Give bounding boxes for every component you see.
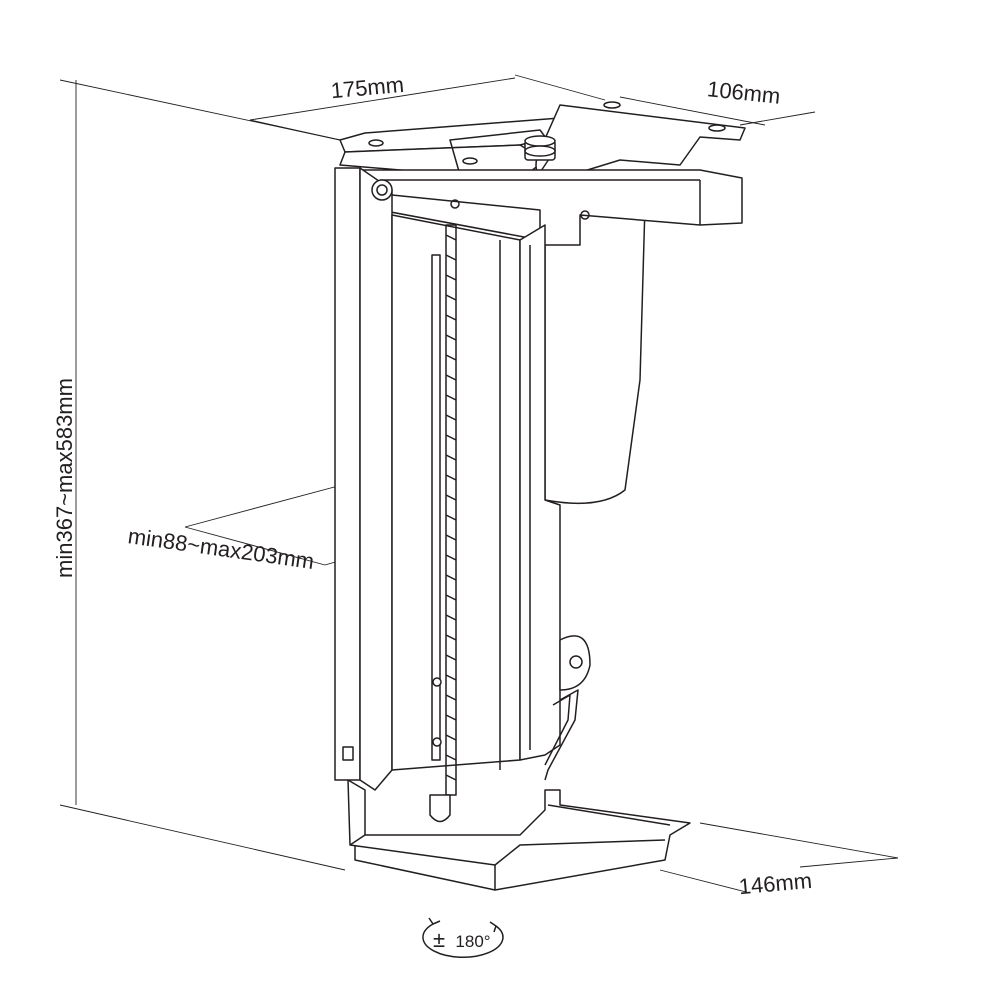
width-top-label: 175mm (330, 72, 405, 103)
height-range-label: min367~max583mm (52, 378, 77, 578)
rotation-indicator: ± 180° (422, 917, 504, 958)
rotation-arrow-icon (422, 923, 504, 958)
cpu-holder-drawing (334, 101, 746, 891)
width-range-label: min88~max203mm (126, 523, 315, 574)
depth-bottom-label: 146mm (738, 868, 813, 899)
rotation-sign: ± (433, 927, 445, 952)
depth-top-label: 106mm (706, 76, 782, 109)
rotation-value: 180° (455, 932, 490, 951)
